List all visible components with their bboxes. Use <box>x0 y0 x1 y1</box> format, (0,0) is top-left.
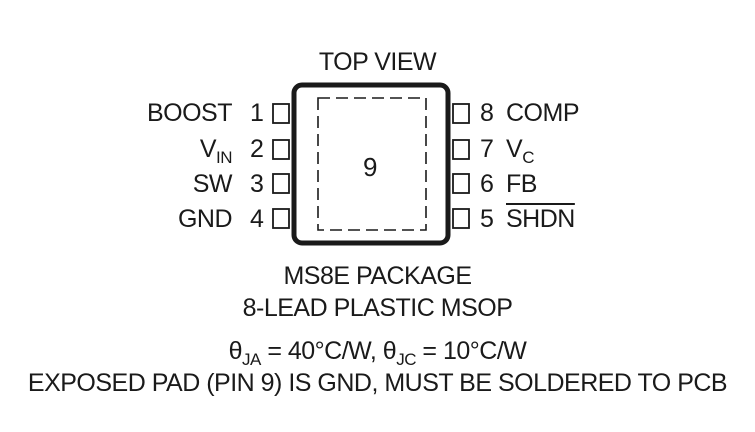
pin-3-number: 3 <box>250 170 264 198</box>
pin-1-number: 1 <box>250 99 264 127</box>
pin-lead-7 <box>452 139 470 160</box>
pin-lead-8 <box>452 103 470 124</box>
package-body <box>291 82 451 246</box>
exposed-pad-note: EXPOSED PAD (PIN 9) IS GND, MUST BE SOLD… <box>27 369 728 397</box>
top-view-title: TOP VIEW <box>318 48 437 76</box>
pin-lead-5 <box>452 208 470 229</box>
pin-8-number: 8 <box>480 99 494 127</box>
pin-3-name: SW <box>192 170 233 198</box>
pin-7-name: VC <box>506 135 534 167</box>
pin-6-name: FB <box>506 170 537 198</box>
pin-lead-1 <box>272 103 290 124</box>
pin-lead-4 <box>272 208 290 229</box>
pin-5-number: 5 <box>480 205 494 233</box>
right-pin-leads <box>452 103 470 229</box>
pin-lead-6 <box>452 173 470 194</box>
pin-4-name: GND <box>177 205 233 233</box>
pin-2-number: 2 <box>250 135 264 163</box>
pin-lead-3 <box>272 173 290 194</box>
pin-1-name: BOOST <box>146 99 233 127</box>
package-name: MS8E PACKAGE <box>283 262 472 290</box>
exposed-pad-number: 9 <box>363 152 377 182</box>
exposed-pad-outline <box>317 97 427 231</box>
thermal-resistance: θJA = 40°C/W, θJC = 10°C/W <box>228 337 527 369</box>
pin-5-name: SHDN <box>506 205 575 233</box>
pin-lead-2 <box>272 139 290 160</box>
left-pin-leads <box>272 103 290 229</box>
pin-4-number: 4 <box>250 205 264 233</box>
package-description: 8-LEAD PLASTIC MSOP <box>242 294 513 322</box>
pin-2-name: VIN <box>199 135 233 167</box>
pin-7-number: 7 <box>480 135 494 163</box>
pin-6-number: 6 <box>480 170 494 198</box>
pin-8-name: COMP <box>506 99 580 127</box>
